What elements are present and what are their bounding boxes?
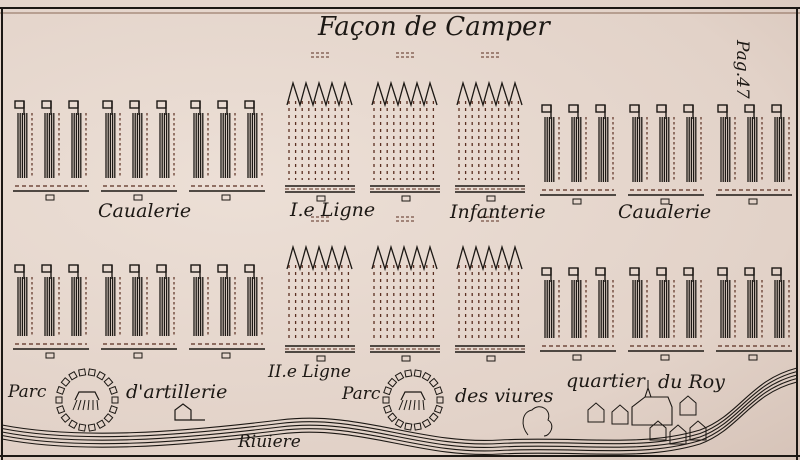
label-supply-park-parc: Parc [342, 384, 381, 404]
cavalry-squadron [14, 264, 33, 336]
page-reference: Pag.47 [732, 40, 752, 99]
cavalry-squadron [629, 104, 648, 182]
cavalry-squadron [156, 100, 175, 178]
infantry-battalion [370, 216, 440, 362]
cavalry-squadron [629, 267, 648, 338]
cavalry-squadron [771, 267, 790, 338]
label-left-cavalry-first-line: Caualerie [98, 200, 192, 222]
cavalry-squadron [541, 267, 560, 338]
label-river: Riuiere [238, 432, 301, 452]
cavalry-squadron [771, 104, 790, 182]
cavalry-squadron [217, 100, 236, 178]
cavalry-squadron [129, 100, 148, 178]
infantry-battalion [285, 216, 355, 362]
infantry-battalion [455, 216, 525, 362]
cavalry-squadron [102, 100, 121, 178]
cavalry-squadron [156, 264, 175, 336]
cavalry-squadron [217, 264, 236, 336]
cavalry-squadron [129, 264, 148, 336]
cavalry-squadron [683, 267, 702, 338]
cavalry-squadron [244, 100, 263, 178]
cavalry-squadron [190, 100, 209, 178]
cavalry-squadron [744, 104, 763, 182]
cavalry-squadron [717, 267, 736, 338]
cavalry-squadron [541, 104, 560, 182]
cavalry-squadron [102, 264, 121, 336]
infantry-battalion [455, 52, 525, 202]
cavalry-squadron [717, 104, 736, 182]
label-artillery-park: d'artillerie [126, 381, 228, 403]
label-second-line: II.e Ligne [268, 362, 351, 382]
cavalry-squadron [595, 267, 614, 338]
label-right-cavalry-first-line: Caualerie [618, 201, 712, 223]
label-first-line: I.e Ligne [290, 199, 376, 221]
label-royal-quarters-du-roy: du Roy [658, 371, 725, 393]
label-infantry: Infanterie [450, 201, 546, 223]
label-artillery-park-parc: Parc [8, 382, 47, 402]
cavalry-squadron [14, 100, 33, 178]
cavalry-squadron [744, 267, 763, 338]
infantry-battalion [285, 52, 355, 202]
map-title: Façon de Camper [318, 12, 550, 42]
cavalry-squadron [683, 104, 702, 182]
label-royal-quarters: quartier [566, 370, 645, 392]
park-circle [382, 369, 444, 431]
cavalry-squadron [41, 100, 60, 178]
cavalry-squadron [568, 267, 587, 338]
cavalry-squadron [41, 264, 60, 336]
cavalry-squadron [656, 104, 675, 182]
cavalry-squadron [190, 264, 209, 336]
infantry-battalion [370, 52, 440, 202]
label-supply-park: des viures [455, 385, 554, 407]
park-circle [55, 368, 119, 432]
cavalry-squadron [568, 104, 587, 182]
cavalry-squadron [244, 264, 263, 336]
cavalry-squadron [68, 100, 87, 178]
cavalry-squadron [656, 267, 675, 338]
cavalry-squadron [68, 264, 87, 336]
cavalry-squadron [595, 104, 614, 182]
